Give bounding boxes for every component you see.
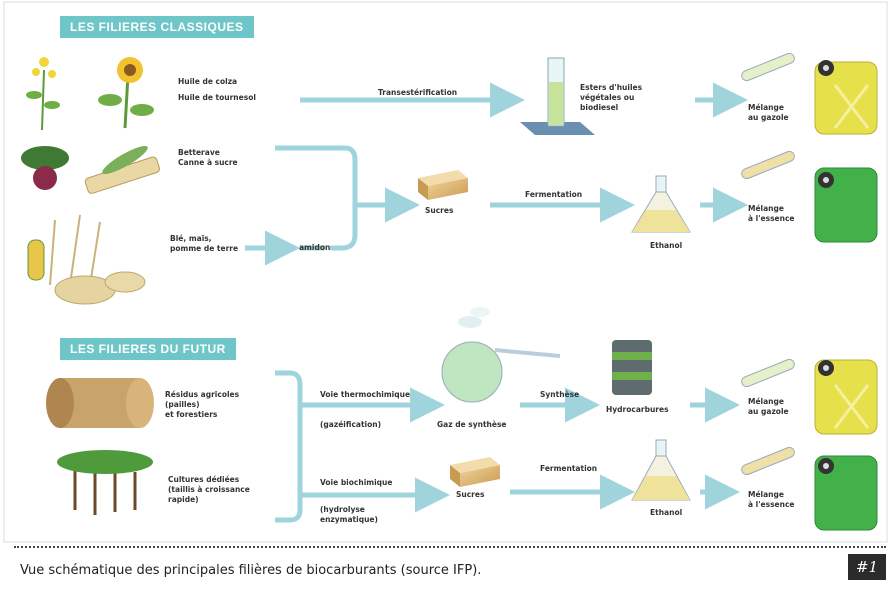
beet-sugarcane-icon (21, 146, 160, 194)
label-synthese: Synthèse (540, 390, 580, 399)
label-ble-mais: Blé, maïs, pomme de terre (170, 234, 239, 253)
label-melange-gazole-2: Mélange au gazole (748, 397, 789, 416)
hydrocarbon-drum-icon (612, 340, 652, 395)
ethanol-flask-icon-2 (631, 439, 691, 501)
label-huile-colza: Huile de colza (178, 77, 238, 86)
green-fuel-can-icon-2 (814, 455, 878, 531)
label-hydrocarbures: Hydrocarbures (606, 405, 669, 414)
label-melange-essence-1: Mélange à l'essence (748, 204, 795, 223)
straw-roll-icon (46, 378, 154, 428)
section-header-classic: LES FILIERES CLASSIQUES (60, 16, 254, 38)
label-voie-biochimique: Voie biochimique (320, 478, 393, 487)
label-sucres-1: Sucres (425, 206, 454, 215)
label-cultures: Cultures dédiées (taillis à croissance r… (168, 475, 250, 504)
synthesis-gas-flask-icon (441, 307, 561, 403)
wheat-corn-potato-icon (27, 214, 146, 305)
sugar-block-icon-2 (450, 457, 500, 487)
label-melange-essence-2: Mélange à l'essence (748, 490, 795, 509)
label-fermentation-2: Fermentation (540, 464, 598, 473)
yellow-fuel-can-icon (814, 60, 878, 135)
coppice-trees-icon (57, 450, 153, 515)
label-amidon: amidon (299, 243, 331, 252)
label-betterave: Betterave Canne à sucre (178, 148, 238, 167)
yellow-fuel-can-icon-2 (814, 359, 878, 435)
sunflower-plant-icon (98, 57, 154, 129)
green-fuel-can-icon (814, 167, 878, 243)
label-hydrolyse: (hydrolyse enzymatique) (320, 505, 378, 524)
frame-border (3, 1, 888, 543)
label-gazeification: (gazéification) (320, 420, 382, 429)
label-voie-thermochimique: Voie thermochimique (320, 390, 411, 399)
classic-connectors (245, 82, 748, 266)
label-esters: Esters d'huiles végétales ou biodiesel (580, 83, 643, 112)
label-residus: Résidus agricoles (pailles) et forestier… (165, 390, 240, 419)
sugar-block-icon (418, 170, 468, 200)
label-huile-tournesol: Huile de tournesol (178, 93, 256, 102)
label-transesterification: Transestérification (378, 88, 458, 97)
label-ethanol-1: Ethanol (650, 241, 683, 250)
dotted-divider (14, 546, 886, 548)
figure-caption: Vue schématique des principales filières… (20, 563, 482, 578)
ethanol-flask-icon (631, 175, 691, 233)
label-ethanol-2: Ethanol (650, 508, 683, 517)
label-fermentation-1: Fermentation (525, 190, 583, 199)
graduated-cylinder-icon (520, 57, 595, 135)
label-melange-gazole-1: Mélange au gazole (748, 103, 789, 122)
label-sucres-2: Sucres (456, 490, 485, 499)
rapeseed-plant-icon (26, 57, 60, 131)
future-connectors (275, 370, 740, 523)
test-tube-icon (741, 52, 795, 476)
figure-number-badge: #1 (848, 554, 886, 580)
label-gaz-synthese: Gaz de synthèse (437, 420, 507, 429)
section-header-future: LES FILIERES DU FUTUR (60, 338, 236, 360)
